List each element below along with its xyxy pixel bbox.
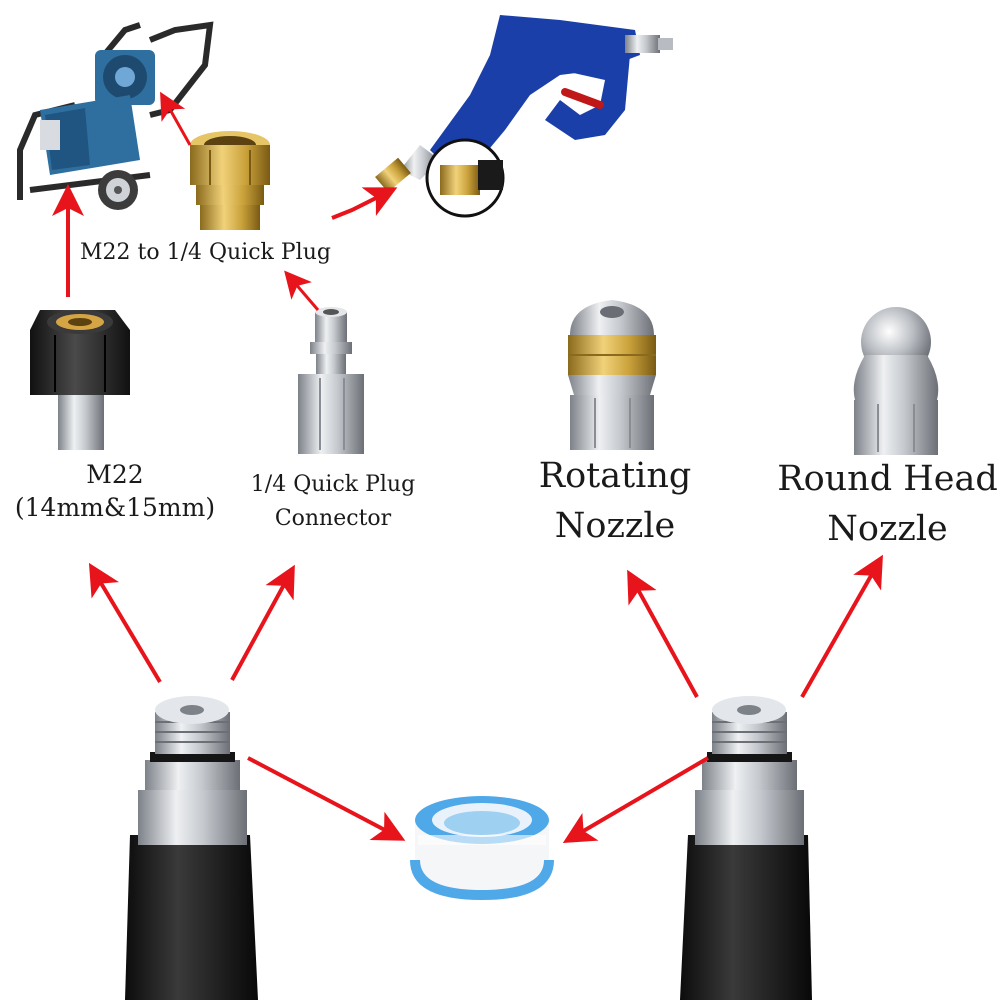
hose-end-right-icon bbox=[680, 696, 812, 1000]
ptfe-tape-icon bbox=[410, 796, 554, 901]
arrow-left-to-tape bbox=[247, 756, 406, 841]
hose-end-left-icon bbox=[125, 696, 258, 1000]
round-head-nozzle-icon bbox=[853, 307, 939, 455]
m22-label-line2: (14mm&15mm) bbox=[14, 493, 216, 522]
arrow-hose-to-rotating bbox=[627, 569, 699, 698]
arrow-hose-to-plug bbox=[230, 564, 295, 681]
rotating-nozzle-label-line2: Nozzle bbox=[554, 506, 676, 546]
rotating-nozzle-label-line1: Rotating bbox=[538, 456, 692, 496]
arrow-adapter-to-washer bbox=[160, 91, 192, 146]
arrow-hose-to-round bbox=[800, 554, 883, 698]
adapter-label: M22 to 1/4 Quick Plug bbox=[80, 240, 331, 265]
arrow-hose-to-m22 bbox=[88, 562, 162, 684]
pressure-washer-icon bbox=[17, 21, 214, 210]
quick-plug-label-line2: Connector bbox=[274, 506, 392, 531]
quick-plug-label-line1: 1/4 Quick Plug bbox=[250, 472, 416, 497]
spray-gun-icon bbox=[375, 15, 673, 218]
rotating-nozzle-icon bbox=[568, 300, 656, 450]
connection-arrows bbox=[52, 91, 883, 844]
arrow-right-to-tape bbox=[562, 756, 710, 844]
round-head-label-line2: Nozzle bbox=[827, 509, 948, 549]
round-head-label-line1: Round Head bbox=[777, 459, 998, 499]
arrow-plug-to-gun bbox=[284, 270, 320, 311]
brass-adapter-icon bbox=[190, 131, 270, 230]
m22-fitting-icon bbox=[30, 310, 130, 450]
m22-label-line1: M22 bbox=[86, 460, 144, 489]
arrow-up-to-gun bbox=[331, 187, 398, 220]
quick-plug-icon bbox=[298, 307, 364, 454]
